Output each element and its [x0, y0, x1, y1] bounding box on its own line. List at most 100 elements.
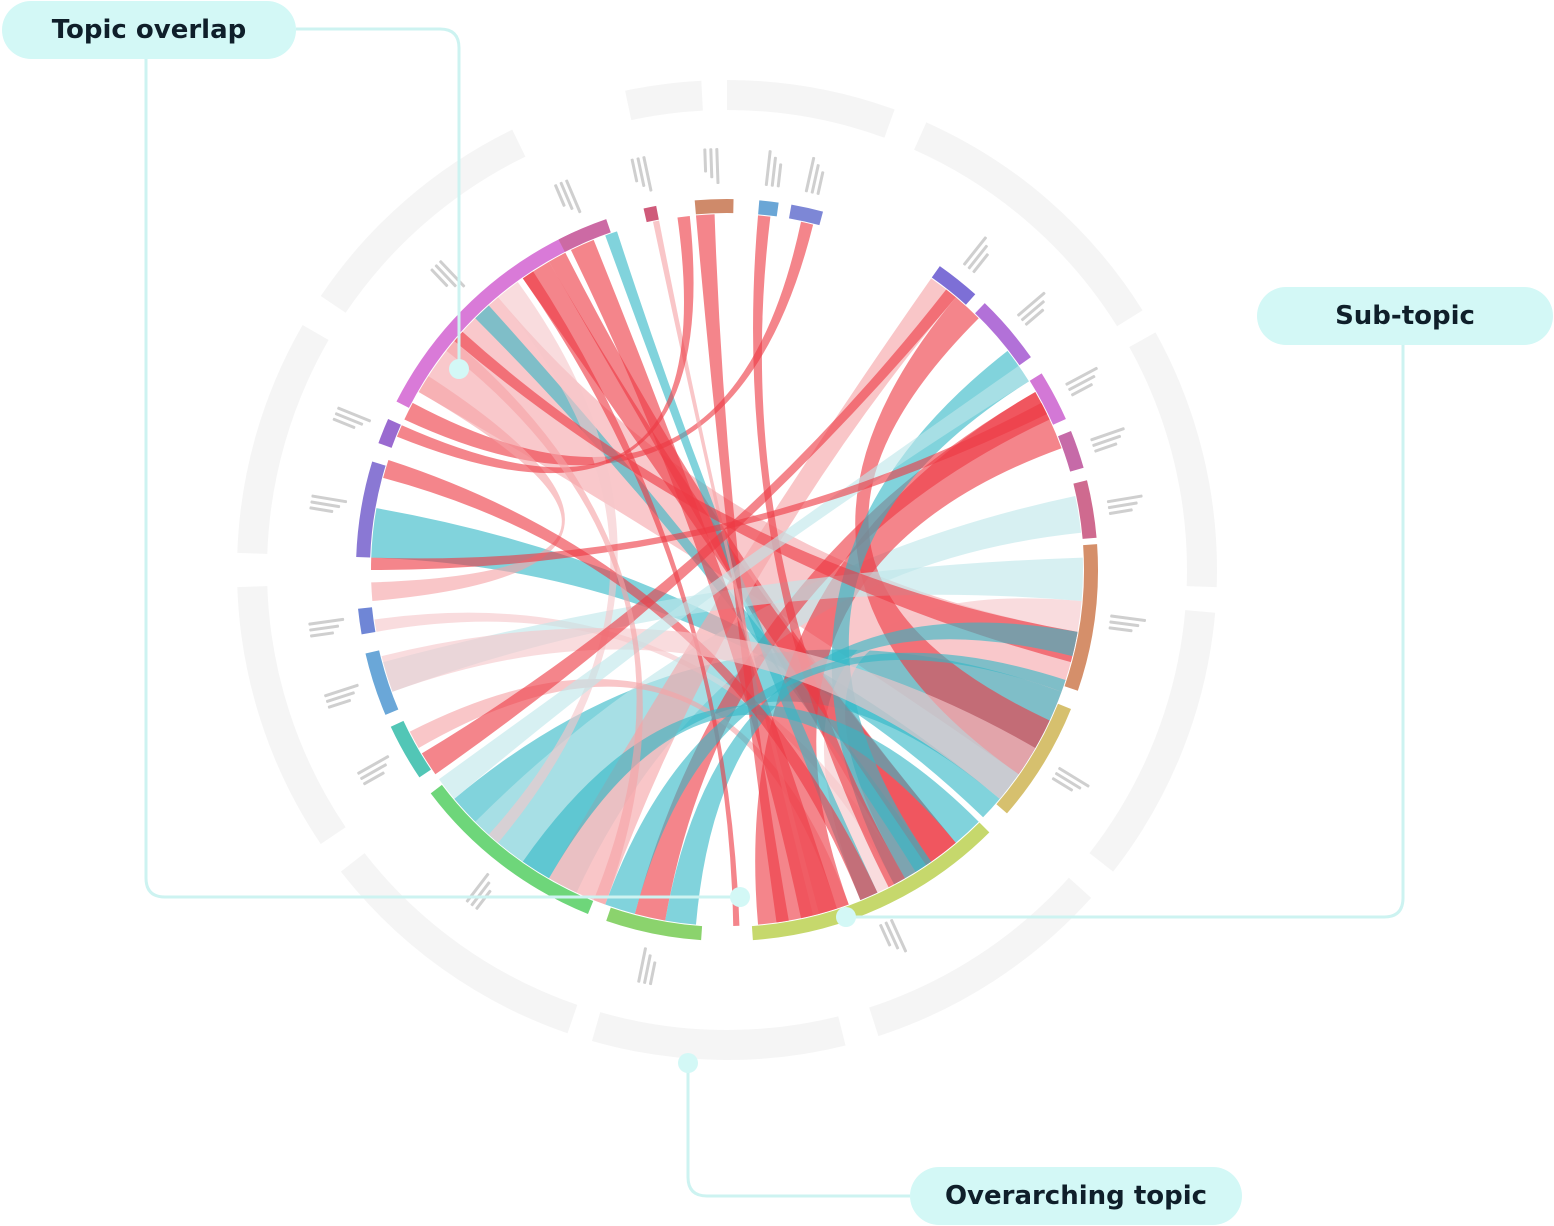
sub-topic-label — [324, 683, 359, 709]
label-mark — [642, 156, 653, 192]
sub-topic-arc — [358, 607, 376, 635]
sub-topic-arc — [365, 650, 399, 715]
topic-overlap-ribbons — [371, 214, 1084, 926]
sub-topic-arc — [390, 720, 432, 778]
label-mark — [1107, 501, 1138, 510]
label-mark — [648, 961, 657, 986]
sub-topic-arc — [378, 419, 401, 448]
topic-overlap-ribbon — [652, 220, 820, 916]
overarching-topic-segment — [869, 877, 1092, 1037]
label-mark — [1054, 772, 1082, 790]
label-mark — [308, 617, 345, 626]
label-mark — [430, 268, 449, 288]
topic-overlap-ribbon — [438, 365, 1029, 799]
sub-topic-label — [764, 150, 783, 188]
label-mark — [636, 157, 646, 187]
overarching-topic-segment — [1089, 610, 1216, 872]
label-mark — [337, 406, 372, 423]
overarching-topic-segment — [726, 79, 895, 138]
label-mark — [357, 755, 390, 775]
label-mark — [360, 763, 387, 781]
label-mark — [890, 919, 908, 953]
label-mark — [324, 683, 359, 698]
label-mark — [967, 244, 988, 270]
sub-topic-label — [1106, 494, 1143, 515]
label-mark — [1094, 442, 1118, 453]
overarching-topic-callout: Overarching topic — [910, 1167, 1242, 1225]
sub-topic-label — [1108, 614, 1147, 633]
sub-topic-arc — [558, 219, 611, 252]
label-mark — [770, 156, 777, 187]
sub-topic-arc — [931, 266, 976, 305]
sub-topic-arc — [788, 204, 824, 226]
sub-topic-label — [804, 156, 825, 195]
overarching-topic-segment — [320, 129, 526, 313]
sub-topic-label — [703, 148, 720, 185]
label-mark — [1108, 508, 1133, 515]
label-mark — [972, 253, 989, 274]
label-mark — [434, 264, 457, 288]
label-mark — [1017, 291, 1046, 317]
sub-topic-label — [879, 919, 908, 953]
sub-topic-arc — [606, 907, 703, 941]
sub-topic-arc — [694, 199, 734, 215]
sub-topic-arc — [1057, 430, 1084, 472]
label-mark — [963, 236, 987, 266]
sub-topic-label — [309, 494, 348, 514]
label-mark — [1024, 308, 1045, 326]
overarching-topic-segment — [914, 122, 1143, 327]
overarching-topic-segment — [340, 853, 578, 1034]
label-mark — [310, 631, 334, 638]
overarching-topic-segment — [591, 1012, 846, 1060]
label-mark — [879, 924, 892, 947]
label-mark — [309, 624, 340, 632]
overarching-topic-ring — [237, 79, 1217, 1060]
overarching-topic-segment — [1129, 332, 1217, 588]
label-mark — [1106, 494, 1143, 504]
sub-topic-label — [1090, 427, 1125, 453]
overarching-topic-segment — [237, 586, 346, 844]
sub-topic-arc — [1073, 480, 1097, 539]
sub-topic-label — [630, 156, 653, 192]
overarching-topic-segment — [625, 80, 704, 121]
label-mark — [1068, 375, 1096, 392]
topic-overlap-ribbon — [396, 215, 694, 474]
label-mark — [1058, 766, 1090, 788]
label-mark — [810, 164, 820, 194]
sub-topic-arc — [974, 303, 1031, 366]
sub-topic-arc — [1064, 544, 1098, 691]
label-mark — [804, 156, 816, 193]
label-mark — [884, 921, 900, 950]
label-mark — [643, 954, 652, 984]
label-mark — [334, 412, 364, 426]
sub-topic-label — [1051, 766, 1090, 792]
label-mark — [1090, 427, 1125, 442]
label-mark — [1020, 300, 1045, 322]
topic-overlap-ribbon — [421, 289, 956, 775]
label-mark — [311, 494, 348, 504]
sub-topic-callout: Sub-topic — [1257, 287, 1553, 345]
label-mark — [715, 148, 720, 185]
sub-topic-label — [357, 755, 390, 786]
leader-line — [144, 58, 740, 899]
sub-topic-arc — [758, 200, 779, 217]
label-mark — [637, 947, 647, 983]
sub-topic-label — [963, 236, 989, 274]
topic-overlap-ribbon — [371, 508, 1000, 818]
sub-topic-labels — [308, 148, 1147, 986]
label-mark — [764, 150, 772, 187]
sub-topic-label — [308, 617, 345, 638]
sub-topic-arc — [356, 461, 386, 558]
label-mark — [1070, 383, 1093, 397]
leader-line — [296, 27, 461, 368]
leader-dot — [730, 887, 750, 907]
label-mark — [363, 771, 385, 786]
sub-topic-label — [637, 947, 657, 986]
label-mark — [332, 417, 356, 429]
sub-topic-arc — [396, 231, 582, 408]
sub-topic-label — [465, 872, 492, 910]
topic-overlap-ribbon — [381, 628, 1036, 799]
leader-dot — [449, 359, 469, 379]
label-mark — [475, 889, 492, 910]
